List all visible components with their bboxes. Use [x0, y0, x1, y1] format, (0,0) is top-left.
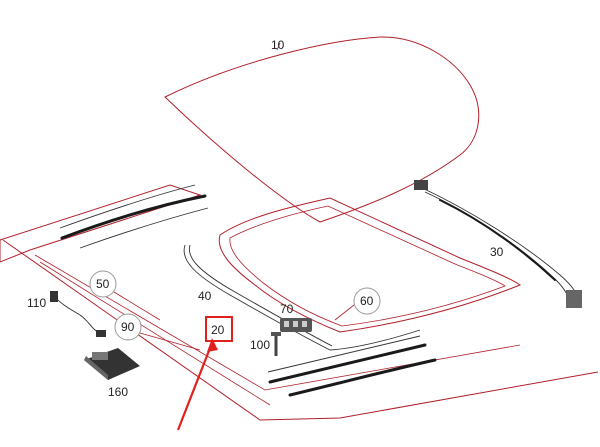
pointer-arrowhead [207, 338, 218, 352]
svg-text:60: 60 [360, 294, 374, 308]
badge-90[interactable]: 90 [114, 313, 142, 341]
label-20[interactable]: 20 [211, 323, 225, 337]
badge-50[interactable]: 50 [89, 270, 117, 298]
label-40[interactable]: 40 [198, 289, 212, 303]
highlight-box-20[interactable] [205, 316, 233, 342]
screw-100[interactable] [271, 332, 281, 356]
frame-outline [0, 184, 202, 263]
leader-50 [113, 291, 161, 321]
leader-60 [334, 304, 355, 321]
front-strip-outline [59, 184, 196, 229]
rear-strip-dark-2 [288, 358, 437, 397]
rear-strip-dark-1[interactable] [268, 343, 427, 384]
pointer-arrow [176, 342, 214, 431]
frame-outline-inner [39, 261, 271, 406]
label-160[interactable]: 160 [108, 385, 128, 399]
svg-text:50: 50 [96, 277, 110, 291]
label-10[interactable]: 10 [271, 38, 285, 52]
side-rail[interactable] [414, 180, 582, 308]
rear-strip-outline [267, 335, 421, 373]
label-30[interactable]: 30 [490, 245, 504, 259]
badge-60[interactable]: 60 [353, 287, 381, 315]
bracket-70[interactable] [280, 318, 312, 332]
front-strip-upper[interactable] [60, 194, 207, 240]
roof-panel-outline[interactable] [164, 36, 480, 223]
control-unit-160[interactable] [84, 348, 140, 380]
svg-text:90: 90 [121, 320, 135, 334]
front-strip-lower [79, 207, 209, 249]
leader-10 [276, 42, 281, 51]
label-110[interactable]: 110 [27, 296, 46, 310]
connector-110[interactable] [50, 291, 106, 337]
leader-90 [139, 332, 201, 351]
sunroof-frame[interactable] [218, 197, 522, 333]
label-70[interactable]: 70 [280, 302, 294, 316]
rear-strip-cable-2 [188, 244, 333, 347]
sunroof-frame-inner [229, 205, 506, 327]
label-100[interactable]: 100 [250, 338, 270, 352]
